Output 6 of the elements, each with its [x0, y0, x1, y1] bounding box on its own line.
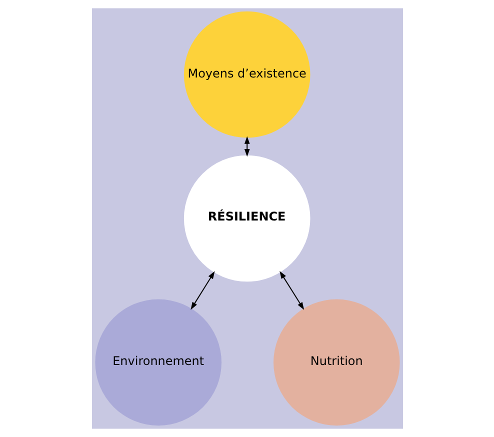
- node-circle: Moyens d’existence: [183, 11, 310, 138]
- node-circle: Nutrition: [272, 299, 400, 426]
- node-circle: RÉSILIENCE: [183, 155, 310, 282]
- arrow: [190, 271, 214, 310]
- arrow: [279, 270, 304, 310]
- node-circle: Environnement: [94, 299, 222, 426]
